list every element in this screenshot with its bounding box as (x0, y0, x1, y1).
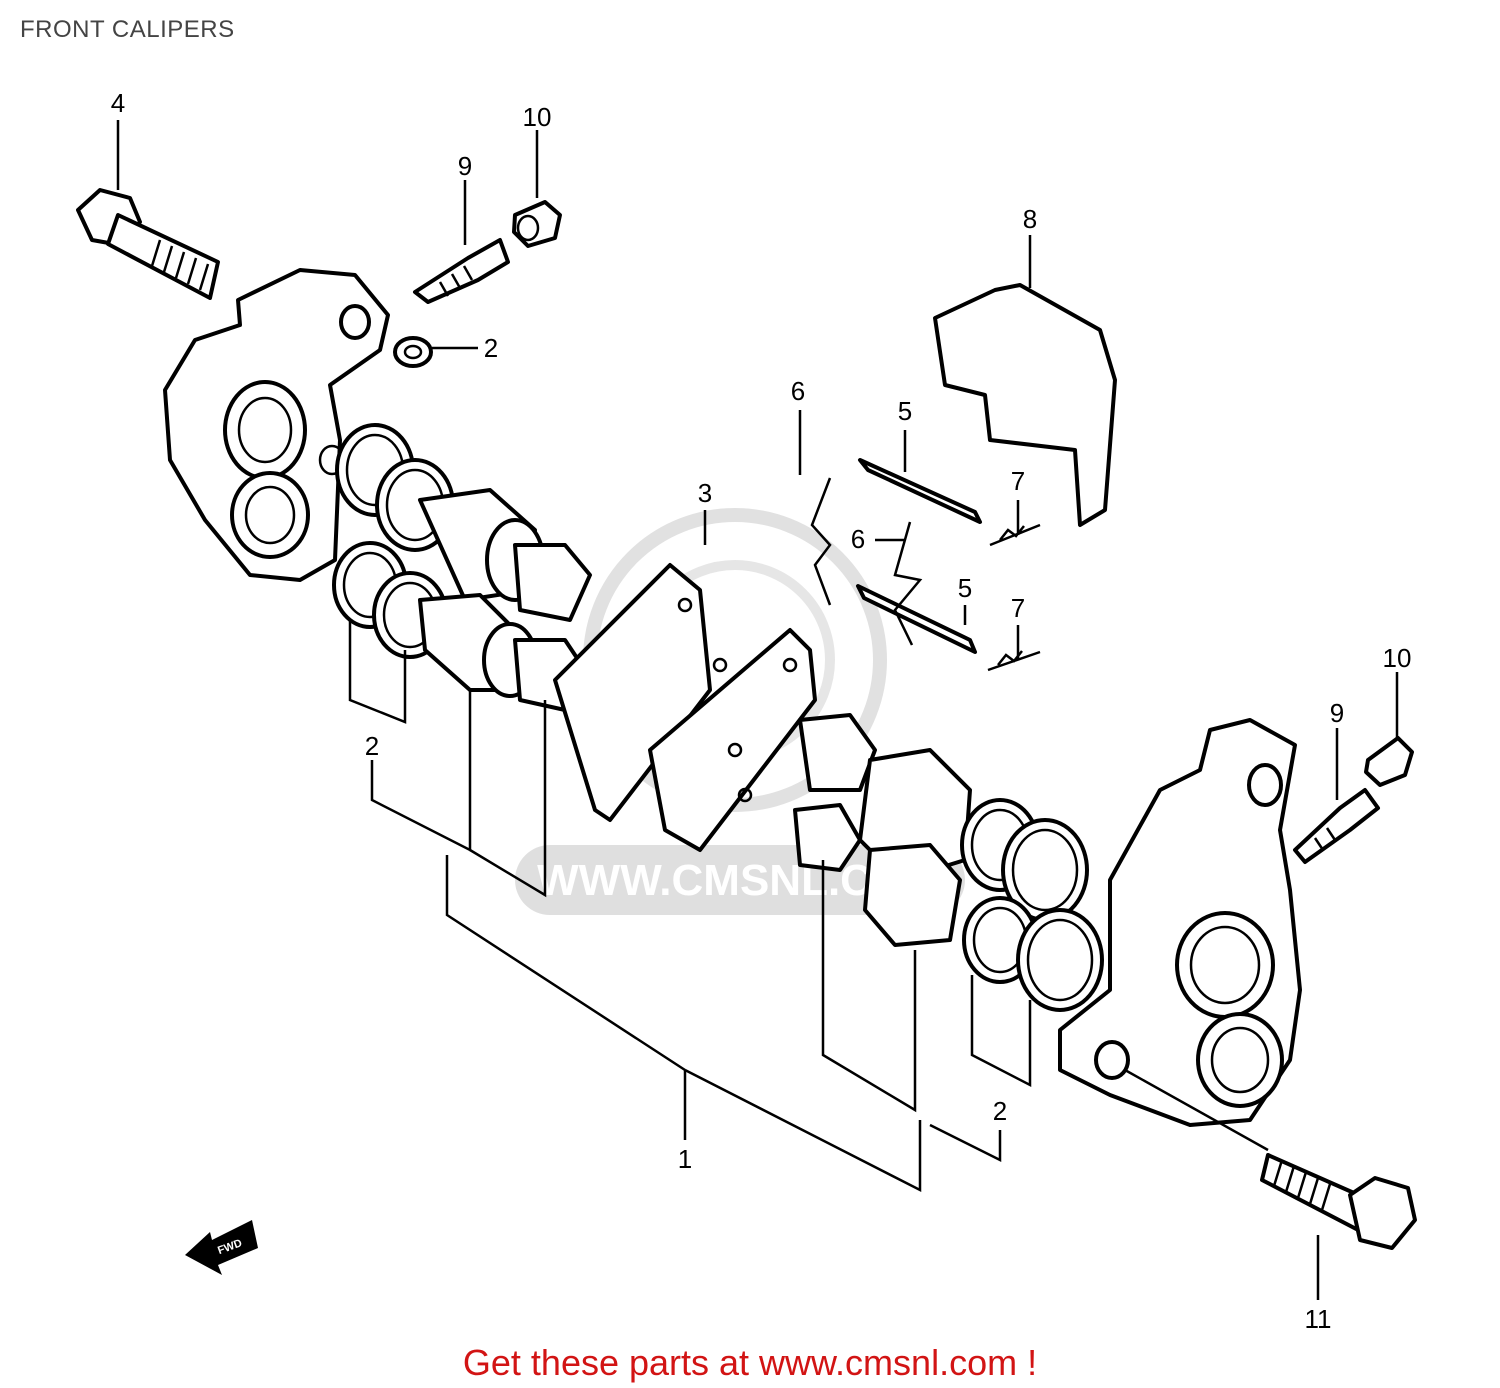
pistons-left (418, 488, 592, 712)
spring-6-mid (893, 521, 923, 646)
bleeder-9-right (1293, 788, 1380, 864)
bleeder-9-top (413, 238, 510, 304)
caliper-left (163, 268, 390, 582)
cap-10-top (512, 200, 562, 248)
callout-7-bottom: 7 (1011, 593, 1025, 623)
callout-6-mid: 6 (851, 524, 865, 554)
clip-7-bottom (987, 650, 1041, 672)
seals-right (960, 798, 1104, 1012)
callout-11: 11 (1305, 1304, 1332, 1334)
forward-arrow-icon: FWD (185, 1220, 258, 1275)
callout-9-right: 9 (1330, 698, 1344, 728)
caliper-right (1058, 718, 1302, 1127)
pistons-right (793, 713, 972, 947)
callout-6-top: 6 (791, 376, 805, 406)
pad-pin-5-top (858, 458, 982, 524)
bolt-4 (76, 188, 220, 300)
bolt-11 (1260, 1153, 1417, 1250)
callout-8: 8 (1023, 204, 1037, 234)
callout-9-top: 9 (458, 151, 472, 181)
cap-10-right (1364, 736, 1414, 787)
callout-10-right: 10 (1383, 643, 1412, 673)
pad-pin-5-bottom (856, 584, 977, 654)
callout-10-top: 10 (523, 102, 552, 132)
callout-5-top: 5 (898, 396, 912, 426)
callout-1: 1 (678, 1144, 692, 1174)
callout-5-bottom: 5 (958, 573, 972, 603)
callout-4: 4 (111, 88, 125, 118)
spring-6-top (810, 477, 832, 606)
washer-2-top (393, 336, 433, 368)
clip-7-top (989, 523, 1041, 547)
diagram-title: FRONT CALIPERS (20, 16, 235, 43)
callout-2-top: 2 (484, 333, 498, 363)
callout-2-left: 2 (365, 731, 379, 761)
brake-pads-3 (553, 563, 817, 852)
callout-2-right: 2 (993, 1096, 1007, 1126)
callout-3: 3 (698, 478, 712, 508)
callout-7-top: 7 (1011, 466, 1025, 496)
footer-link[interactable]: Get these parts at www.cmsnl.com ! (462, 1342, 1038, 1383)
pad-spring-8 (933, 283, 1117, 527)
